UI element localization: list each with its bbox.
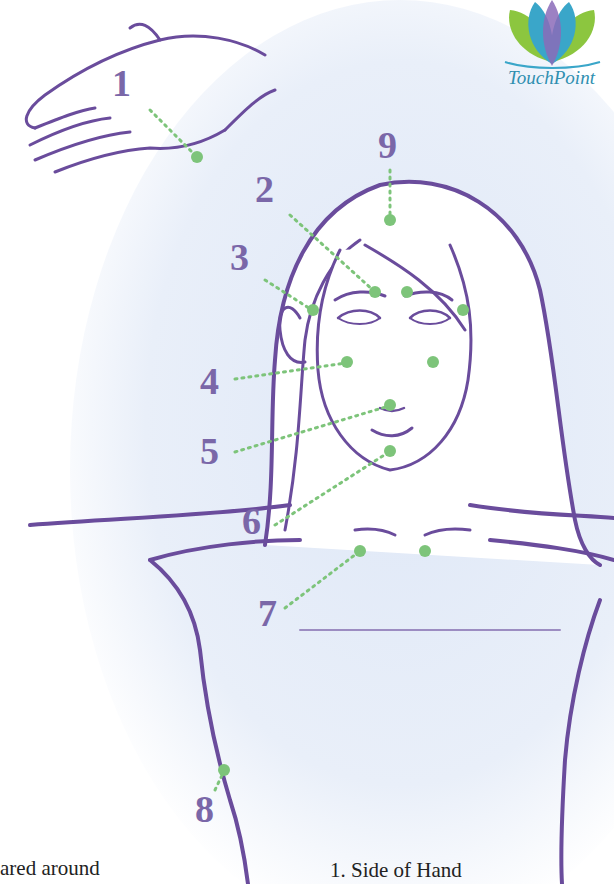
callout-number: 6 bbox=[242, 502, 261, 540]
lotus-logo bbox=[505, 0, 600, 68]
body-text: 1. Side of Hand bbox=[330, 860, 462, 881]
callout-number: 3 bbox=[230, 238, 249, 276]
hand-outline bbox=[26, 24, 275, 172]
callout-number: 4 bbox=[200, 362, 219, 400]
body-outline bbox=[30, 505, 614, 884]
leader-line bbox=[150, 110, 390, 790]
callout-number: 7 bbox=[258, 594, 277, 632]
callout-number: 1 bbox=[112, 64, 131, 102]
tapping-point bbox=[191, 151, 469, 776]
callout-number: 8 bbox=[195, 790, 214, 828]
background-glow bbox=[70, 0, 614, 884]
logo-text: TouchPoint bbox=[508, 68, 595, 87]
callout-number: 2 bbox=[255, 170, 274, 208]
body-text: ared around bbox=[0, 858, 100, 879]
head-outline bbox=[265, 182, 600, 565]
callout-number: 5 bbox=[200, 432, 219, 470]
callout-number: 9 bbox=[378, 126, 397, 164]
